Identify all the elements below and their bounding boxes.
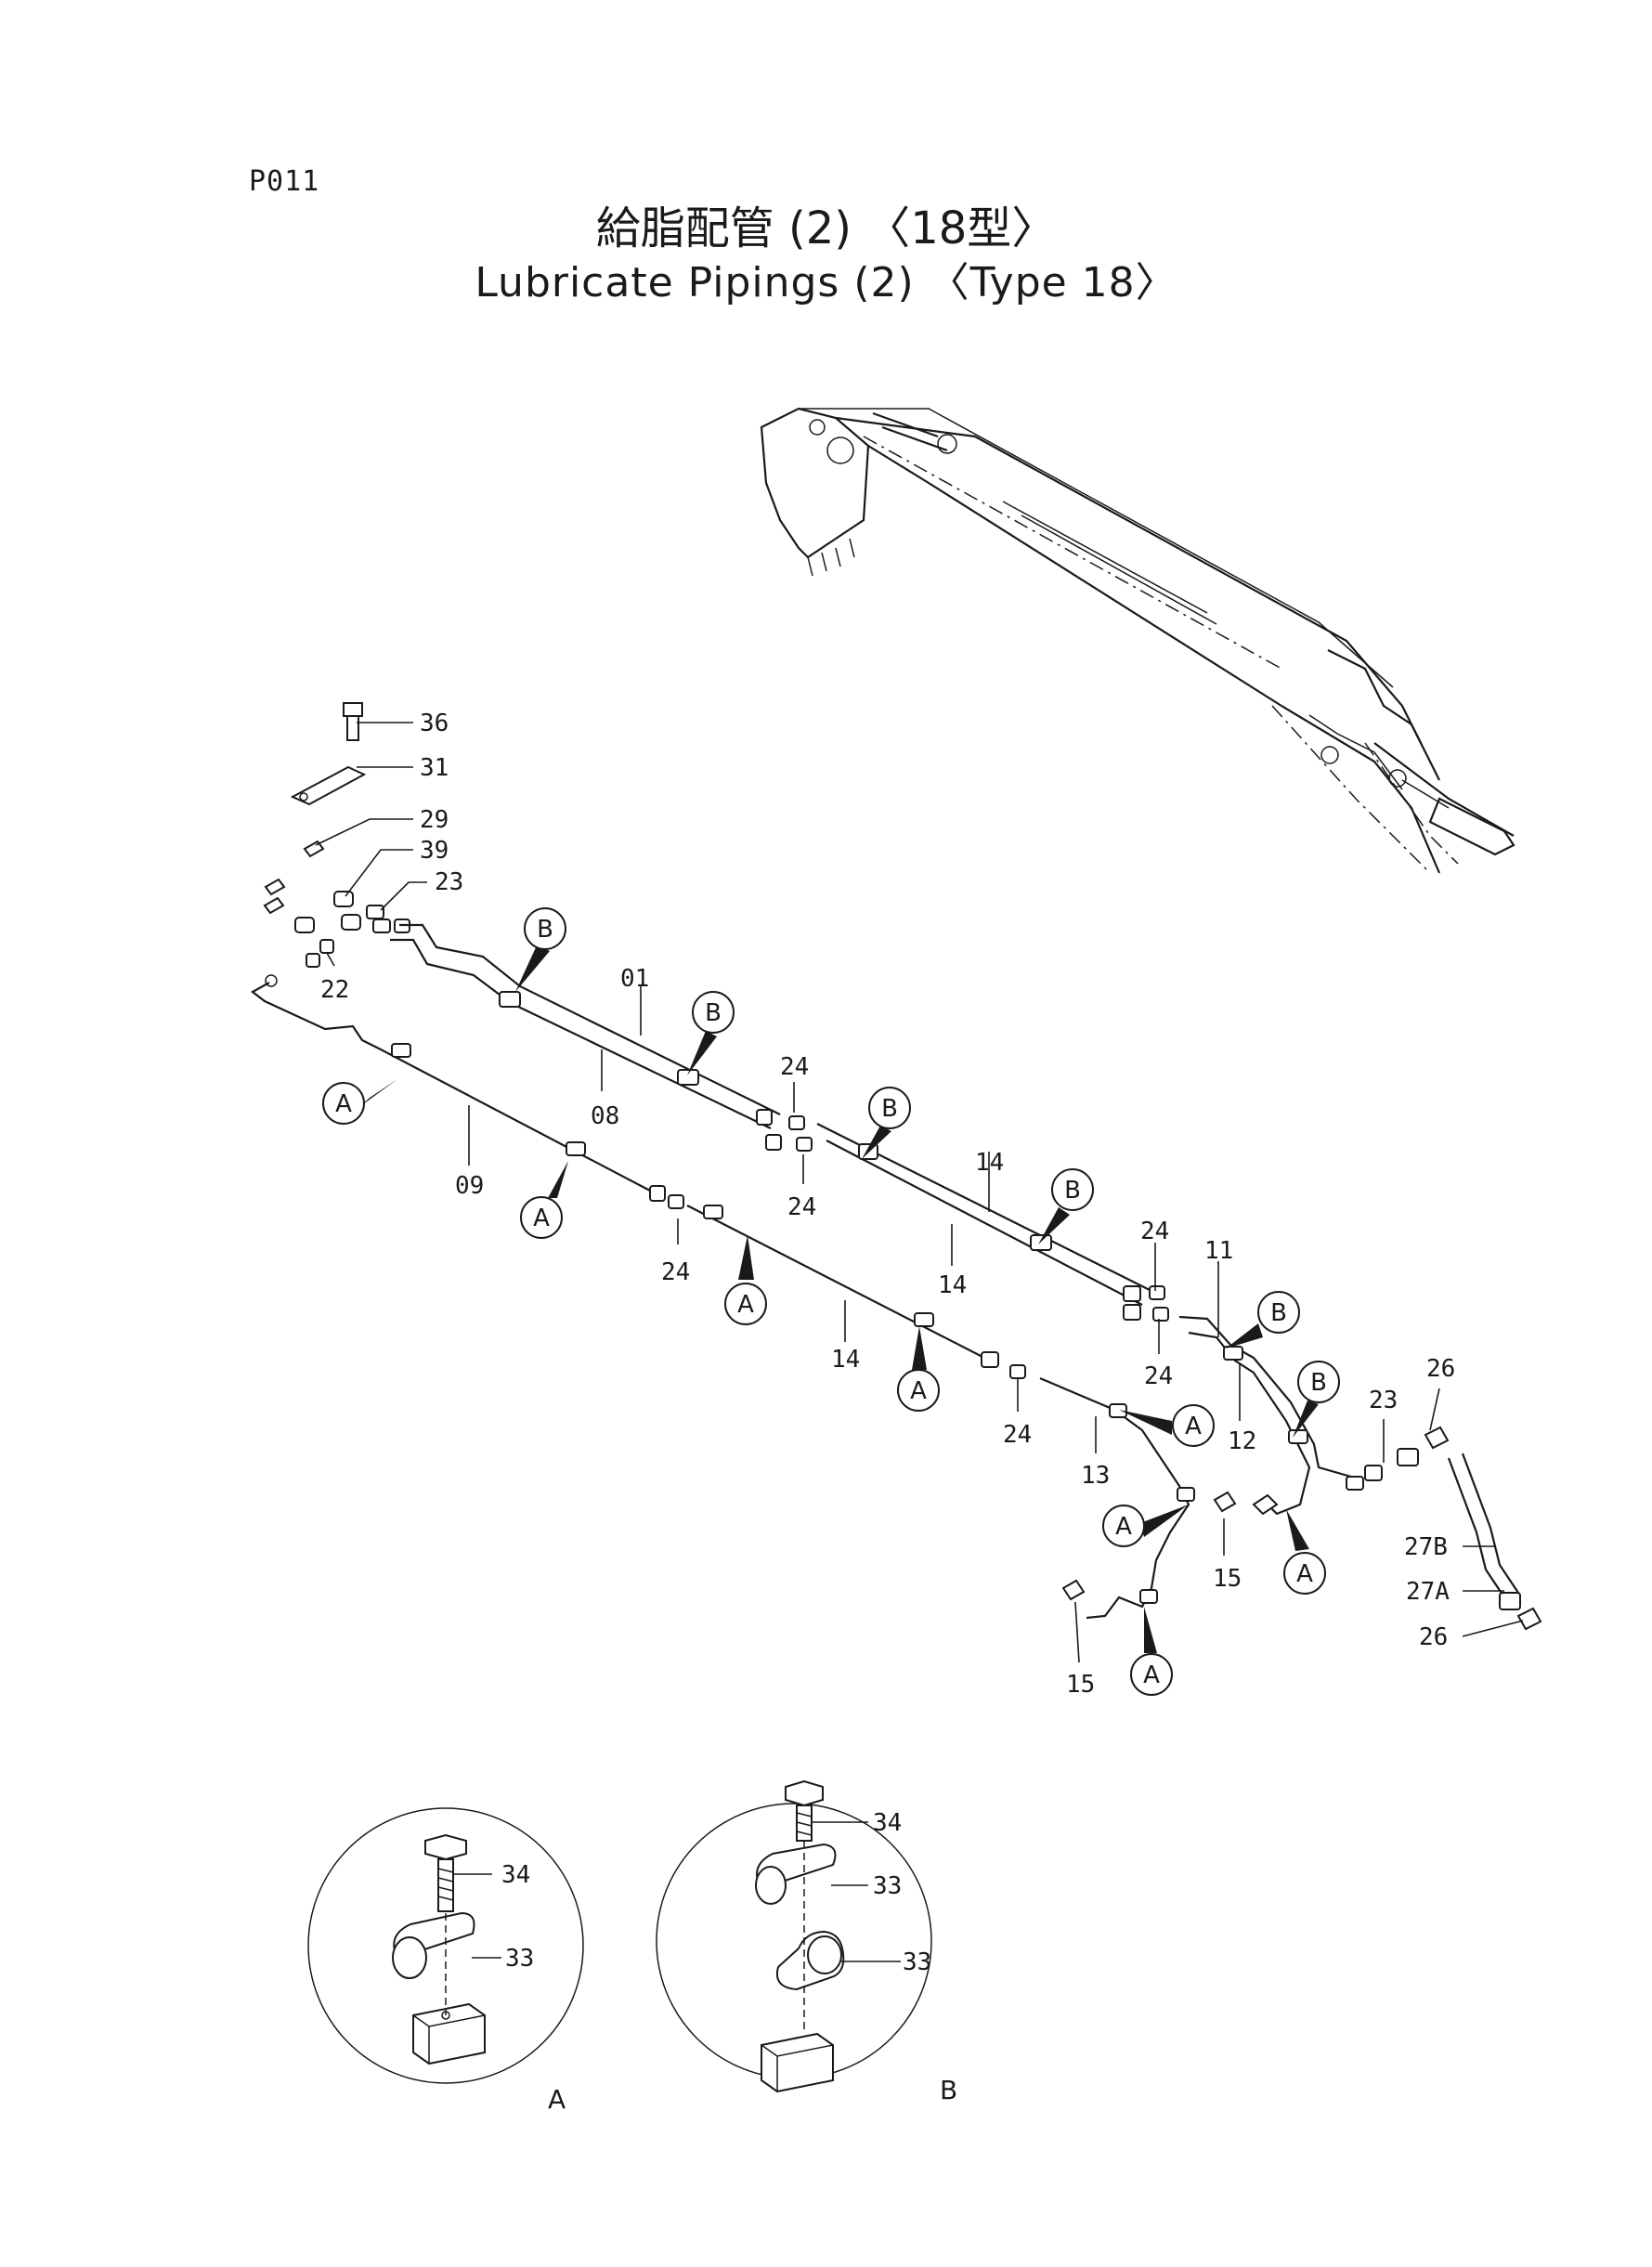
excavator-arm-overview [760,407,1515,874]
svg-text:A: A [335,1090,352,1118]
reference-marker-a: A [322,1079,397,1125]
reference-marker-b: B [1293,1361,1340,1438]
svg-text:A: A [533,1205,550,1232]
callout-34: 34 [873,1809,902,1837]
detail-view-a: 34 33 A [307,1807,584,2115]
callout-31: 31 [420,754,449,782]
reference-marker-a: A [1102,1505,1189,1547]
reference-marker-a: A [724,1235,767,1325]
callout-23: 23 [435,868,463,896]
callout-14: 14 [975,1149,1004,1177]
svg-text:A: A [1185,1413,1202,1440]
page-title-japanese: 給脂配管 (2) 〈18型〉 [595,202,1057,254]
callout-29: 29 [420,806,449,834]
callout-27A: 27A [1406,1578,1450,1606]
callout-12: 12 [1228,1427,1256,1455]
reference-marker-b: B [862,1087,911,1159]
callout-24: 24 [787,1193,816,1221]
callout-34: 34 [501,1861,530,1889]
callout-01: 01 [620,965,649,993]
callout-08: 08 [591,1102,619,1130]
svg-text:B: B [1270,1299,1287,1327]
elbow-15-right [1213,1491,1237,1513]
callout-11: 11 [1204,1237,1233,1265]
callout-24: 24 [1140,1218,1169,1245]
pipe-14-upper-run [816,1123,1169,1322]
reference-marker-b: B [1038,1168,1094,1244]
callout-24: 24 [1144,1362,1173,1390]
svg-text:B: B [537,916,553,944]
svg-text:A: A [1143,1661,1160,1689]
pipe-11-12-run [1178,1315,1364,1516]
callout-36: 36 [420,710,449,737]
svg-text:A: A [910,1377,927,1405]
callout-22: 22 [320,976,349,1004]
page-title-english: Lubricate Pipings (2) 〈Type 18〉 [475,259,1177,306]
detail-view-b-label: B [940,2075,957,2105]
svg-text:B: B [881,1095,898,1123]
reference-marker-b: B [687,991,735,1075]
reference-marker-a: A [1130,1607,1173,1696]
callout-14: 14 [938,1271,967,1299]
detail-view-b: 34 33 33 B [656,1779,957,2105]
callout-26: 26 [1419,1623,1448,1651]
callout-24: 24 [780,1053,809,1081]
reference-marker-b: B [1226,1291,1300,1348]
callout-15: 15 [1066,1671,1095,1699]
fittings-group [263,840,410,968]
bolt-36 [343,702,363,741]
reference-marker-b: B [515,907,566,992]
reference-marker-a: A [520,1161,568,1239]
detail-view-a-label: A [548,2084,566,2115]
pipe-14-lower-run [686,1205,1026,1379]
elbow-15-lower [1061,1579,1086,1601]
svg-text:A: A [1296,1560,1313,1588]
callout-24: 24 [1003,1421,1032,1449]
callout-33: 33 [873,1872,902,1900]
pipe-09-lower-run [251,974,684,1209]
callout-27B: 27B [1404,1533,1448,1561]
svg-text:B: B [1310,1369,1327,1397]
plate-31 [290,765,367,806]
callout-39: 39 [420,837,449,865]
pipe-01-08-run [390,923,813,1152]
callout-33: 33 [903,1948,931,1976]
hose-27-assembly [1364,1426,1542,1631]
callout-13: 13 [1081,1462,1110,1490]
svg-text:B: B [1064,1177,1081,1205]
svg-text:B: B [705,999,722,1027]
callout-26: 26 [1426,1355,1455,1383]
page-code: P011 [249,165,320,198]
pipe-13-run [1039,1376,1195,1620]
callout-23: 23 [1369,1387,1398,1414]
reference-marker-a: A [1283,1509,1326,1595]
callout-14: 14 [831,1346,860,1374]
svg-text:A: A [1115,1513,1132,1541]
reference-marker-a: A [1119,1404,1215,1447]
reference-marker-a: A [897,1326,940,1412]
svg-text:A: A [737,1291,754,1319]
callout-33: 33 [505,1945,534,1973]
leader-lines [315,722,1524,1663]
callout-24: 24 [661,1258,690,1286]
callout-15: 15 [1213,1565,1242,1593]
callout-09: 09 [455,1172,484,1200]
